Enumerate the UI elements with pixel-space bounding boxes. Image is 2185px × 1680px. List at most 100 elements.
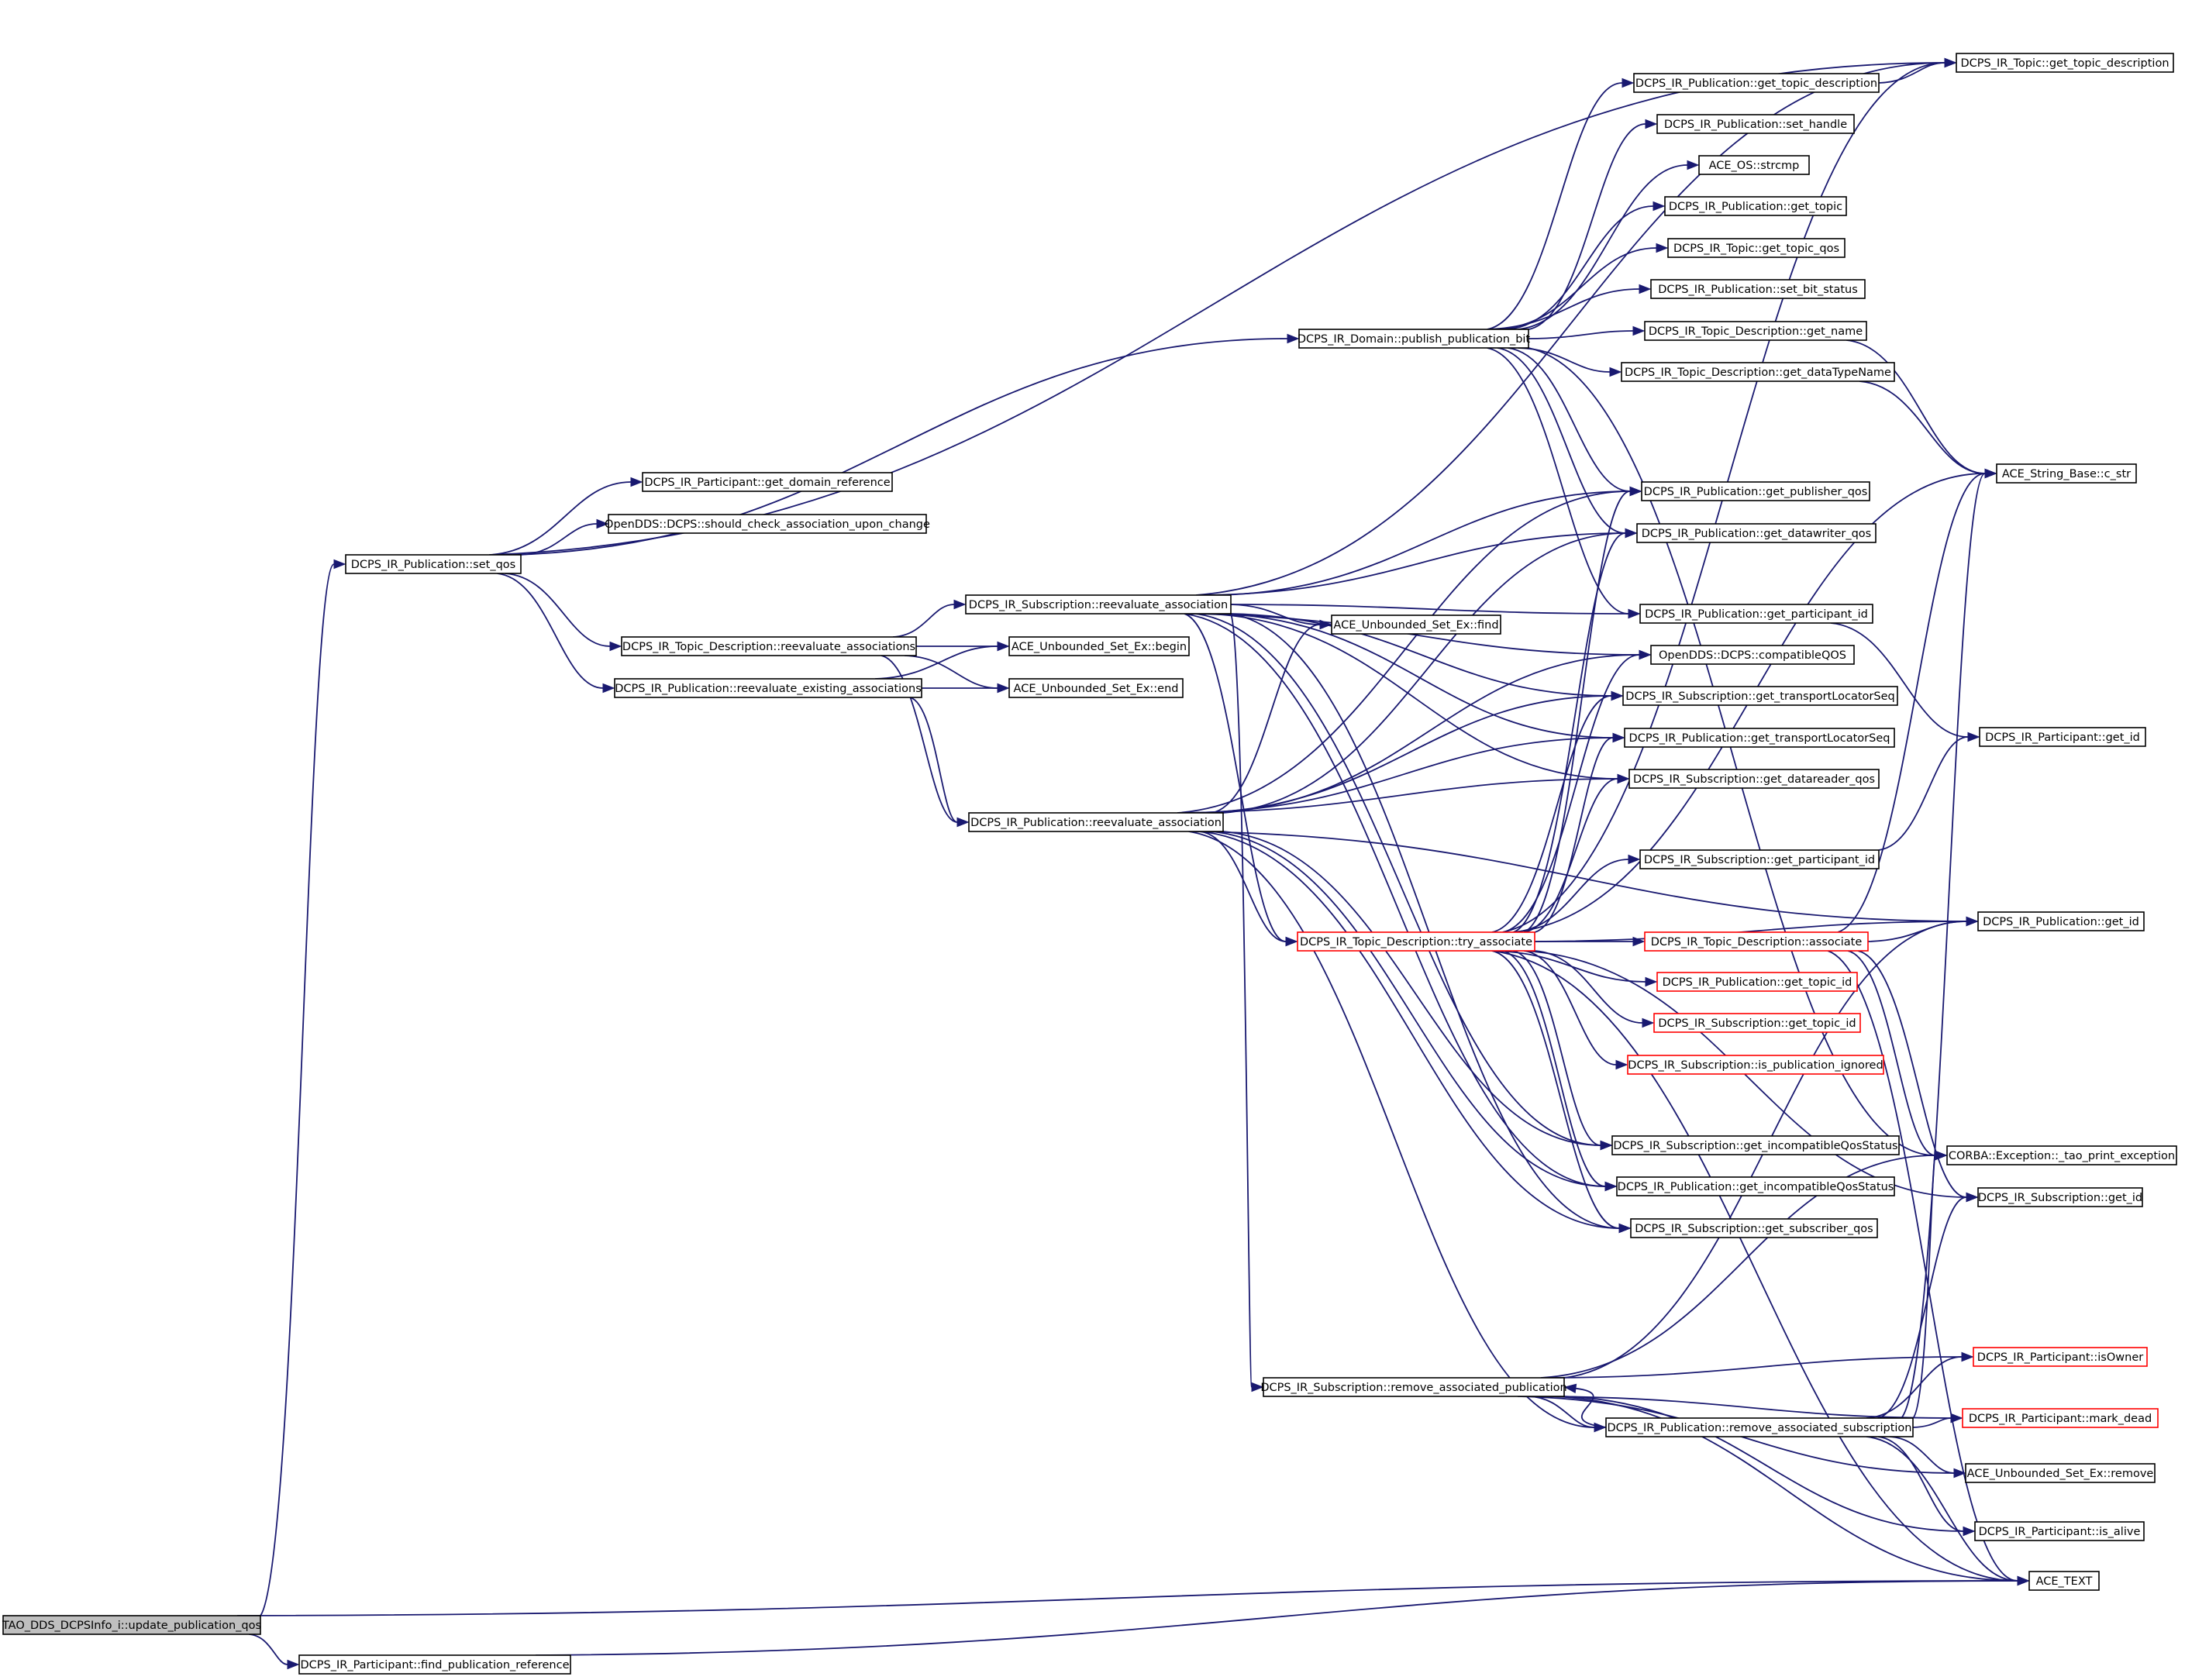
node-set-begin[interactable]: ACE_Unbounded_Set_Ex::begin: [1008, 636, 1190, 656]
node-set-find[interactable]: ACE_Unbounded_Set_Ex::find: [1331, 615, 1501, 635]
node-pub-get-id[interactable]: DCPS_IR_Publication::get_id: [1977, 911, 2145, 931]
node-td-reeval-assocs[interactable]: DCPS_IR_Topic_Description::reevaluate_as…: [621, 636, 917, 656]
node-box: [1656, 972, 1858, 992]
node-pub-set-handle[interactable]: DCPS_IR_Publication::set_handle: [1656, 114, 1855, 134]
node-root[interactable]: TAO_DDS_DCPSInfo_i::update_publication_q…: [2, 1615, 261, 1635]
arrowhead-compatible_qos: [1639, 649, 1652, 660]
node-c-str[interactable]: ACE_String_Base::c_str: [1996, 463, 2137, 484]
node-box: [1630, 1218, 1878, 1238]
arrowhead-pub_get_topic: [1653, 201, 1666, 212]
edge-sub_reeval_assoc-to-set_find: [1230, 604, 1321, 625]
edge-publish_bit-to-pub_set_bit_status: [1487, 288, 1640, 330]
node-td-associate[interactable]: DCPS_IR_Topic_Description::associate: [1644, 931, 1869, 952]
edge-pub_reeval_assoc-to-sub_get_transport: [1200, 695, 1612, 814]
arrowhead-sub_reeval_assoc: [953, 599, 967, 610]
node-sub-get-subscriber-qos[interactable]: DCPS_IR_Subscription::get_subscriber_qos: [1630, 1218, 1878, 1238]
node-pub-get-transport[interactable]: DCPS_IR_Publication::get_transportLocato…: [1624, 728, 1895, 748]
node-topic-get-topic-desc[interactable]: DCPS_IR_Topic::get_topic_description: [1956, 53, 2174, 73]
node-td-get-name[interactable]: DCPS_IR_Topic_Description::get_name: [1644, 321, 1867, 341]
node-box: [1297, 931, 1535, 952]
node-set-end[interactable]: ACE_Unbounded_Set_Ex::end: [1008, 678, 1184, 698]
node-box: [1298, 329, 1529, 349]
node-find-pub-ref[interactable]: DCPS_IR_Participant::find_publication_re…: [298, 1654, 571, 1675]
node-ace-text[interactable]: ACE_TEXT: [2028, 1571, 2100, 1591]
edge-remove_assoc_sub-to-part_is_owner: [1866, 1356, 1963, 1419]
node-part-is-alive[interactable]: DCPS_IR_Participant::is_alive: [1974, 1521, 2145, 1541]
node-box: [1974, 1521, 2145, 1541]
node-box: [614, 678, 922, 698]
node-sub-get-id[interactable]: DCPS_IR_Subscription::get_id: [1977, 1187, 2143, 1207]
node-should-check[interactable]: OpenDDS::DCPS::should_check_association_…: [605, 514, 930, 534]
node-label: DCPS_IR_Topic_Description::associate: [1651, 936, 1863, 948]
node-set-remove[interactable]: ACE_Unbounded_Set_Ex::remove: [1965, 1463, 2156, 1483]
node-part-get-id[interactable]: DCPS_IR_Participant::get_id: [1979, 727, 2146, 747]
node-publish-bit[interactable]: DCPS_IR_Domain::publish_publication_bit: [1298, 329, 1531, 349]
node-label: ACE_String_Base::c_str: [2002, 468, 2131, 480]
arrowhead-tao_print_exc: [1935, 1150, 1948, 1161]
edge-td_associate-to-sub_get_id: [1857, 950, 1967, 1198]
node-label: DCPS_IR_Participant::mark_dead: [1969, 1413, 2152, 1425]
edge-try_associate-to-sub_get_participant_id: [1513, 859, 1629, 933]
node-box: [1650, 645, 1855, 665]
nodes-layer: TAO_DDS_DCPSInfo_i::update_publication_q…: [2, 53, 2177, 1675]
node-sub-get-incompat[interactable]: DCPS_IR_Subscription::get_incompatibleQo…: [1611, 1135, 1900, 1155]
edge-pub_reeval_assoc-to-pub_get_publisher_qos: [1177, 491, 1631, 814]
node-sub-get-participant-id[interactable]: DCPS_IR_Subscription::get_participant_id: [1639, 849, 1880, 869]
node-part-is-owner[interactable]: DCPS_IR_Participant::isOwner: [1973, 1347, 2148, 1367]
node-remove-assoc-pub[interactable]: DCPS_IR_Subscription::remove_associated_…: [1260, 1377, 1567, 1397]
node-pub-reeval-existing[interactable]: DCPS_IR_Publication::reevaluate_existing…: [614, 678, 922, 698]
node-box: [1639, 849, 1880, 869]
node-remove-assoc-sub[interactable]: DCPS_IR_Publication::remove_associated_s…: [1605, 1417, 1914, 1437]
node-label: DCPS_IR_Subscription::get_id: [1978, 1192, 2142, 1204]
arrowhead-topic_get_topic_desc: [1944, 57, 1957, 68]
node-pub-get-incompat[interactable]: DCPS_IR_Publication::get_incompatibleQos…: [1616, 1176, 1895, 1196]
node-sub-get-topic-id[interactable]: DCPS_IR_Subscription::get_topic_id: [1653, 1013, 1861, 1033]
node-label: DCPS_IR_Topic_Description::get_name: [1649, 325, 1863, 338]
arrowhead-c_str: [1984, 468, 1997, 479]
node-box: [1965, 1463, 2156, 1483]
node-try-associate[interactable]: DCPS_IR_Topic_Description::try_associate: [1297, 931, 1535, 952]
edge-pub_reeval_assoc-to-sub_get_datareader_qos: [1177, 778, 1618, 814]
node-compatible-qos[interactable]: OpenDDS::DCPS::compatibleQOS: [1650, 645, 1855, 665]
node-box: [2, 1615, 261, 1635]
node-label: DCPS_IR_Publication::set_bit_status: [1658, 284, 1858, 296]
node-pub-reeval-assoc[interactable]: DCPS_IR_Publication::reevaluate_associat…: [968, 812, 1224, 832]
node-pub-get-topic[interactable]: DCPS_IR_Publication::get_topic: [1664, 196, 1847, 216]
node-box: [1996, 463, 2137, 484]
node-tao-print-exc[interactable]: CORBA::Exception::_tao_print_exception: [1946, 1145, 2177, 1165]
node-strcmp[interactable]: ACE_OS::strcmp: [1698, 155, 1810, 175]
node-label: DCPS_IR_Subscription::reevaluate_associa…: [969, 599, 1228, 611]
node-topic-get-qos[interactable]: DCPS_IR_Topic::get_topic_qos: [1667, 238, 1846, 258]
node-sub-get-transport[interactable]: DCPS_IR_Subscription::get_transportLocat…: [1622, 686, 1898, 706]
node-set-qos[interactable]: DCPS_IR_Publication::set_qos: [345, 554, 522, 574]
edge-try_associate-to-pub_get_incompat: [1502, 950, 1606, 1187]
edge-pub_reeval_assoc-to-pub_get_incompat: [1211, 831, 1606, 1187]
node-box: [1616, 1176, 1895, 1196]
node-box: [1698, 155, 1810, 175]
node-sub-reeval-assoc[interactable]: DCPS_IR_Subscription::reevaluate_associa…: [965, 594, 1232, 615]
node-td-get-datatype[interactable]: DCPS_IR_Topic_Description::get_dataTypeN…: [1621, 362, 1895, 382]
node-pub-set-bit-status[interactable]: DCPS_IR_Publication::set_bit_status: [1650, 279, 1866, 299]
node-pub-get-publisher-qos[interactable]: DCPS_IR_Publication::get_publisher_qos: [1641, 481, 1870, 501]
node-box: [1650, 279, 1866, 299]
edges-layer: [237, 57, 2030, 1670]
node-box: [2028, 1571, 2100, 1591]
node-pub-get-datawriter-qos[interactable]: DCPS_IR_Publication::get_datawriter_qos: [1636, 523, 1877, 543]
node-pub-get-topic-id[interactable]: DCPS_IR_Publication::get_topic_id: [1656, 972, 1858, 992]
node-label: DCPS_IR_Publication::get_id: [1983, 916, 2139, 928]
arrowhead-pub_get_transport: [1612, 732, 1625, 743]
node-pub-get-topic-desc[interactable]: DCPS_IR_Publication::get_topic_descripti…: [1633, 73, 1880, 93]
node-box: [1605, 1417, 1914, 1437]
arrowhead-remove_assoc_pub: [1563, 1383, 1577, 1393]
edge-sub_reeval_assoc-to-remove_assoc_pub: [1230, 613, 1253, 1388]
node-get-domain-ref[interactable]: DCPS_IR_Participant::get_domain_referenc…: [642, 472, 893, 492]
node-sub-is-pub-ignored[interactable]: DCPS_IR_Subscription::is_publication_ign…: [1627, 1055, 1884, 1075]
node-label: ACE_Unbounded_Set_Ex::end: [1014, 683, 1179, 695]
node-box: [1956, 53, 2174, 73]
node-pub-get-participant-id[interactable]: DCPS_IR_Publication::get_participant_id: [1639, 604, 1873, 624]
edge-publish_bit-to-pub_get_topic_desc: [1487, 82, 1623, 330]
edge-remove_assoc_pub-to-tao_print_exc: [1540, 1155, 1936, 1379]
node-part-mark-dead[interactable]: DCPS_IR_Participant::mark_dead: [1962, 1408, 2159, 1428]
node-sub-get-datareader-qos[interactable]: DCPS_IR_Subscription::get_datareader_qos: [1628, 769, 1880, 789]
edge-sub_reeval_assoc-to-sub_get_incompat: [1195, 613, 1601, 1146]
